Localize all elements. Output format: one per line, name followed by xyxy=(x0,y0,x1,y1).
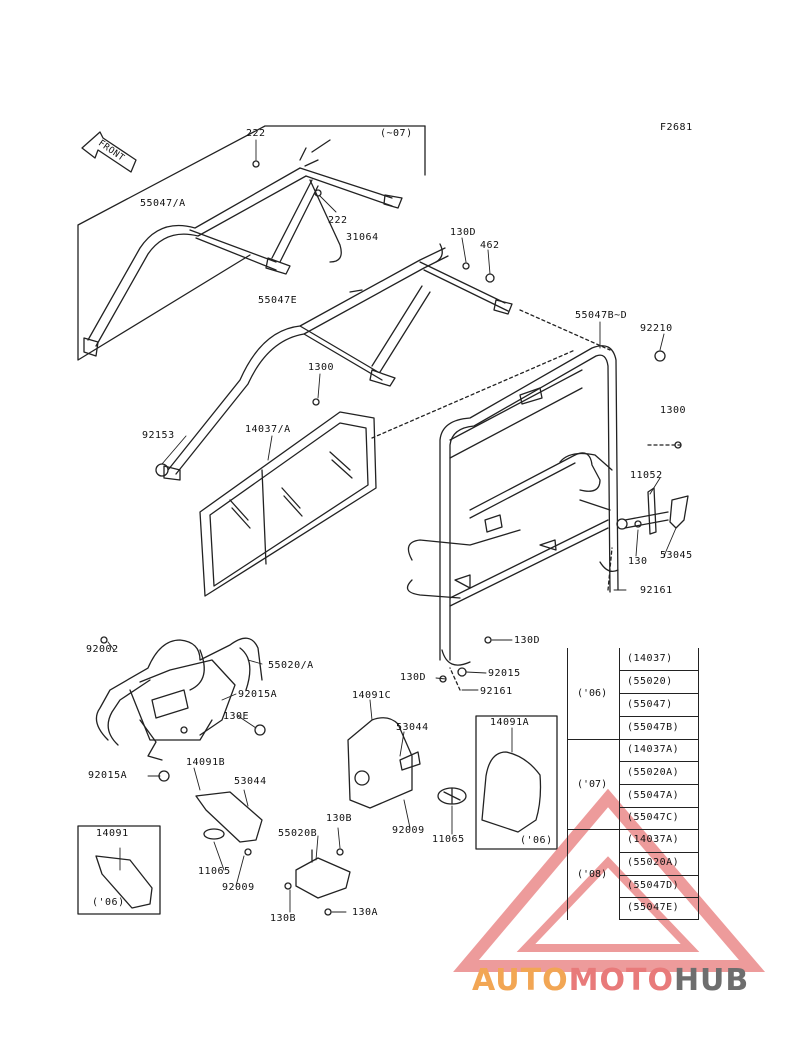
skid-plate-14091b xyxy=(195,791,263,843)
knob-11065 xyxy=(437,787,467,805)
callout-92015: 92015 xyxy=(488,668,521,679)
table-year-07: ('07) xyxy=(577,779,608,790)
callout-53045: 53045 xyxy=(660,550,693,561)
guide-lines xyxy=(371,309,683,446)
table-year-08: ('08) xyxy=(577,869,608,880)
table-part: (55047B) xyxy=(627,722,680,733)
callout-130b: 130B xyxy=(270,913,297,924)
main-frame-55047b-d xyxy=(406,345,619,666)
callout-130d: 130D xyxy=(400,672,427,683)
table-part: (55020) xyxy=(627,676,673,687)
inset-14091a-box xyxy=(475,715,558,850)
table-part: (55047A) xyxy=(627,790,680,801)
callout-14091a: 14091A xyxy=(490,717,530,728)
callout-92161: 92161 xyxy=(480,686,513,697)
callout-14091c: 14091C xyxy=(352,690,392,701)
callout-92015a: 92015A xyxy=(238,689,278,700)
table-part: (14037A) xyxy=(627,744,680,755)
callout-92161: 92161 xyxy=(640,585,673,596)
window-net-14037a xyxy=(199,411,377,597)
callout-53044: 53044 xyxy=(396,722,429,733)
callout-92153: 92153 xyxy=(142,430,175,441)
watermark-logo-text: AUTOMOTOHUB xyxy=(472,963,750,998)
table-part: (14037A) xyxy=(627,834,680,845)
callout-222: 222 xyxy=(246,128,266,139)
table-part: (55047C) xyxy=(627,812,680,823)
leader-lines xyxy=(107,139,677,913)
table-part: (55020A) xyxy=(627,857,680,868)
callout-53044: 53044 xyxy=(234,776,267,787)
callout-92009: 92009 xyxy=(392,825,425,836)
callout-55047b-d: 55047B~D xyxy=(575,310,628,321)
callout-130a: 130A xyxy=(352,907,379,918)
figure-code: F2681 xyxy=(660,122,693,133)
table-part: (55047) xyxy=(627,699,673,710)
callout-130d: 130D xyxy=(514,635,541,646)
callout-11065: 11065 xyxy=(432,834,465,845)
callout-130d: 130D xyxy=(450,227,477,238)
callout-55020a: 55020/A xyxy=(268,660,314,671)
skid-plate-14091a xyxy=(481,751,542,833)
inset-frame-lines xyxy=(77,125,426,361)
callout-55020b: 55020B xyxy=(278,828,318,839)
callout-92009: 92009 xyxy=(222,882,255,893)
callout-130b: 130B xyxy=(326,813,353,824)
callout-11065: 11065 xyxy=(198,866,231,877)
table-part: (55047E) xyxy=(627,902,680,913)
callout-1300: 1300 xyxy=(660,405,687,416)
callout-92015a: 92015A xyxy=(88,770,128,781)
skid-plate-14091c xyxy=(347,717,421,809)
callout-222: 222 xyxy=(328,215,348,226)
bracket-55020b xyxy=(295,849,351,899)
callout-14091: 14091 xyxy=(96,828,129,839)
table-part: (55020A) xyxy=(627,767,680,778)
callout-92002: 92002 xyxy=(86,644,119,655)
inset-14091 xyxy=(77,825,161,915)
callout-14037a: 14037/A xyxy=(245,424,291,435)
roll-bar-55047e xyxy=(163,243,513,481)
roll-bar-55047a xyxy=(83,139,403,357)
callout-55047e: 55047E xyxy=(258,295,298,306)
latch-assembly xyxy=(616,487,689,535)
callout-11052: 11052 xyxy=(630,470,663,481)
callout-year-06: ('06) xyxy=(92,897,125,908)
callout-92210: 92210 xyxy=(640,323,673,334)
callout-year-07: (~07) xyxy=(380,128,413,139)
callout-1300: 1300 xyxy=(308,362,335,373)
table-year-06: ('06) xyxy=(577,688,608,699)
callout-462: 462 xyxy=(480,240,500,251)
table-part: (55047D) xyxy=(627,880,680,891)
callout-31064: 31064 xyxy=(346,232,379,243)
applicability-table: ('06) (14037) (55020) (55047) (55047B) (… xyxy=(567,648,699,920)
callout-14091b: 14091B xyxy=(186,757,226,768)
callout-130e: 130E xyxy=(223,711,250,722)
front-arrow-icon xyxy=(81,131,137,173)
callout-55047a: 55047/A xyxy=(140,198,186,209)
callout-130: 130 xyxy=(628,556,648,567)
callout-year-06: ('06) xyxy=(520,835,553,846)
table-part: (14037) xyxy=(627,653,673,664)
front-bumper-55020a xyxy=(95,637,263,761)
